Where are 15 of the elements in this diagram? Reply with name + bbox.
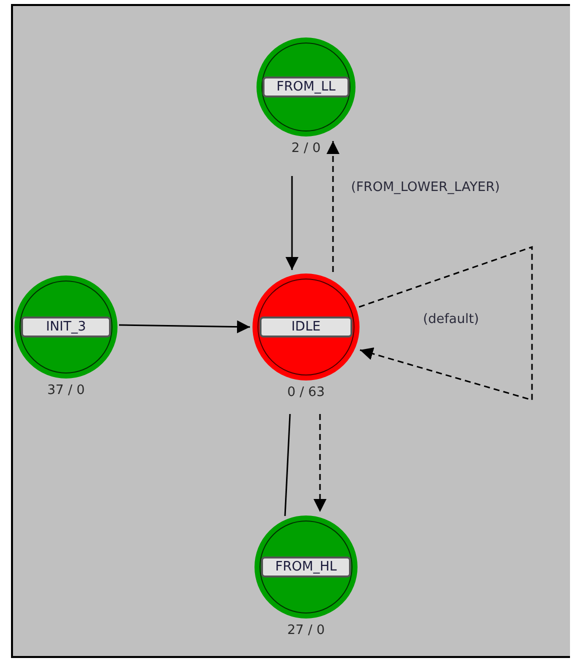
transition-label: (FROM_LOWER_LAYER) (350, 180, 501, 195)
transition-label: (default) (422, 312, 480, 327)
transition-arrow (286, 176, 298, 270)
transition-count: 37 / 0 (47, 383, 85, 398)
transition-count: 27 / 0 (287, 623, 325, 638)
transition-arrow (358, 246, 533, 401)
state-name: FROM_LL (262, 76, 350, 98)
state-name: INIT_3 (21, 316, 111, 338)
transition-arrow (326, 141, 340, 272)
state-name: FROM_HL (261, 556, 351, 578)
state-name: IDLE (260, 316, 352, 338)
transition-arrow (118, 320, 250, 334)
transition-count: 0 / 63 (287, 385, 325, 400)
transition-arrow (314, 414, 326, 512)
transition-count: 2 / 0 (291, 141, 321, 156)
